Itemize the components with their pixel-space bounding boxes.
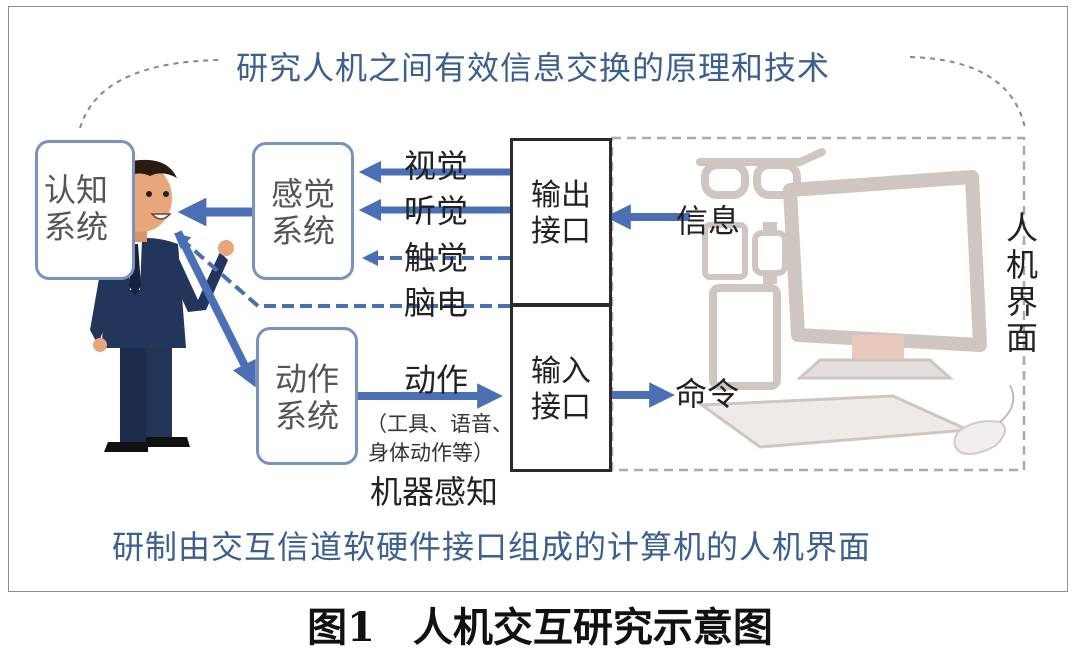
hearing-label: 听觉 bbox=[404, 192, 469, 230]
smartwatch-icon bbox=[752, 222, 788, 284]
information-label: 信息 bbox=[676, 202, 741, 240]
perception-system-box bbox=[252, 142, 354, 280]
brain-to-action-arrow bbox=[174, 230, 256, 388]
phone-icon bbox=[702, 222, 748, 280]
perception-system-label: 感觉 系统 bbox=[270, 175, 335, 250]
input-interface-label: 输入 接口 bbox=[531, 354, 591, 425]
hci-side-label: 人 机 界 面 bbox=[1005, 209, 1038, 358]
keyboard-icon bbox=[697, 394, 974, 449]
monitor-icon bbox=[783, 170, 987, 380]
eeg-label: 脑电 bbox=[404, 284, 469, 322]
bottom-research-title: 研制由交互信道软硬件接口组成的计算机的人机界面 bbox=[112, 528, 872, 566]
machine-perception-label: 机器感知 bbox=[370, 473, 499, 511]
touch-label: 触觉 bbox=[404, 239, 469, 277]
eeg-arrow bbox=[173, 232, 510, 308]
top-left-dashed-arc bbox=[79, 59, 221, 129]
output-interface-label: 输出 接口 bbox=[531, 178, 591, 249]
figure-caption: 图1 人机交互研究示意图 bbox=[0, 608, 1080, 648]
figure-number: 图1 bbox=[307, 604, 375, 651]
action-label: 动作 bbox=[404, 361, 469, 399]
action-system-box bbox=[256, 327, 358, 465]
computer-area-dashed-box bbox=[610, 136, 1026, 472]
command-label: 命令 bbox=[675, 375, 740, 413]
vision-label: 视觉 bbox=[404, 147, 469, 185]
input-interface-box bbox=[510, 304, 612, 472]
figure-title: 人机交互研究示意图 bbox=[412, 604, 773, 651]
action-detail-line2: 身体动作等） bbox=[368, 441, 494, 465]
action-system-label: 动作 系统 bbox=[274, 360, 339, 435]
tablet-icon bbox=[709, 284, 781, 390]
action-detail-line1: （工具、语音、 bbox=[366, 412, 513, 436]
cognitive-system-label: 认知 系统 bbox=[43, 171, 108, 246]
top-research-title: 研究人机之间有效信息交换的原理和技术 bbox=[236, 49, 831, 87]
mouse-icon bbox=[953, 384, 1015, 455]
cognitive-system-box bbox=[35, 140, 135, 280]
output-interface-box bbox=[510, 138, 612, 306]
glasses-icon bbox=[696, 148, 826, 199]
top-right-dashed-arc bbox=[909, 56, 1026, 129]
